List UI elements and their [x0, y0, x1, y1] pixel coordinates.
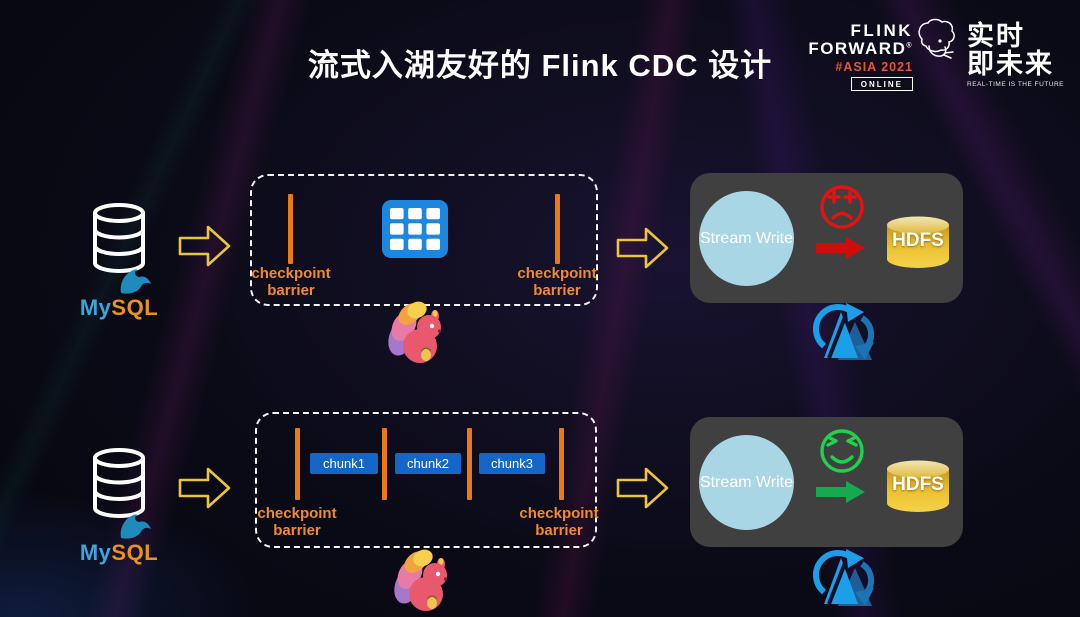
slogan-cn-line2: 即未来: [967, 49, 1055, 80]
checkpoint-barrier-bar: [559, 428, 564, 500]
slogan-block: 实时 即未来 REAL-TIME IS THE FUTURE: [967, 22, 1064, 88]
flink-squirrel-icon: [388, 301, 442, 363]
hdfs-label: HDFS: [892, 474, 944, 495]
happy-face-icon: [820, 429, 864, 473]
stream-write-circle: Stream Write: [699, 435, 794, 530]
mysql-source-1: MySQL: [58, 202, 180, 321]
database-cylinder-icon: [93, 448, 145, 518]
block-arrow-icon: [178, 225, 231, 267]
datalake-refresh-icon: [812, 549, 875, 606]
stream-write-circle: Stream Write: [699, 191, 794, 286]
logo-forward-text: FORWARD®: [808, 38, 914, 58]
checkpoint-barrier-bar: [382, 428, 387, 500]
slogan-cn-line1: 实时: [967, 21, 1026, 51]
datalake-refresh-icon: [812, 303, 875, 360]
block-arrow-icon: [616, 467, 669, 509]
flink-forward-wordmark: FLINK FORWARD® #ASIA 2021 ONLINE: [808, 18, 957, 92]
sink-panel-2: Stream Write HDFS: [690, 417, 963, 547]
checkpoint-barrier-bar: [467, 428, 472, 500]
flink-forward-logo: FLINK FORWARD® #ASIA 2021 ONLINE 实时 即未来 …: [808, 18, 1064, 92]
mysql-dolphin-icon: [120, 269, 151, 294]
sad-face-icon: [820, 185, 864, 229]
registered-mark: ®: [906, 42, 914, 50]
hdfs-cylinder-icon: HDFS: [884, 215, 952, 271]
green-arrow-icon: [816, 481, 865, 503]
checkpoint-barrier-bar: [295, 428, 300, 500]
red-arrow-icon: [816, 237, 865, 259]
block-arrow-icon: [616, 227, 669, 269]
database-cylinder-icon: [93, 203, 145, 273]
logo-flink-text: FLINK: [850, 21, 914, 40]
mysql-logo-label: MySQL: [79, 540, 159, 565]
chunk-item: chunk1: [310, 453, 378, 474]
sink-panel-1: Stream Write HDFS: [690, 173, 963, 303]
mysql-source-2: MySQL: [58, 447, 180, 566]
chunk-item: chunk3: [479, 453, 545, 474]
page-title: 流式入湖友好的 Flink CDC 设计: [307, 48, 773, 83]
checkpoint-barrier-bar: [555, 194, 560, 264]
hdfs-cylinder-icon: HDFS: [884, 459, 952, 515]
mysql-logo-label: MySQL: [79, 295, 159, 320]
flink-squirrel-outline-icon: [918, 18, 955, 59]
flink-squirrel-icon: [394, 549, 448, 611]
slogan-en: REAL-TIME IS THE FUTURE: [967, 81, 1064, 89]
hdfs-label: HDFS: [892, 230, 944, 251]
online-badge: ONLINE: [850, 76, 914, 91]
table-grid-icon: [382, 200, 448, 258]
block-arrow-icon: [178, 467, 231, 509]
logo-event-text: #ASIA 2021: [835, 59, 914, 74]
mysql-dolphin-icon: [120, 514, 151, 539]
chunk-item: chunk2: [395, 453, 461, 474]
checkpoint-barrier-bar: [288, 194, 293, 264]
